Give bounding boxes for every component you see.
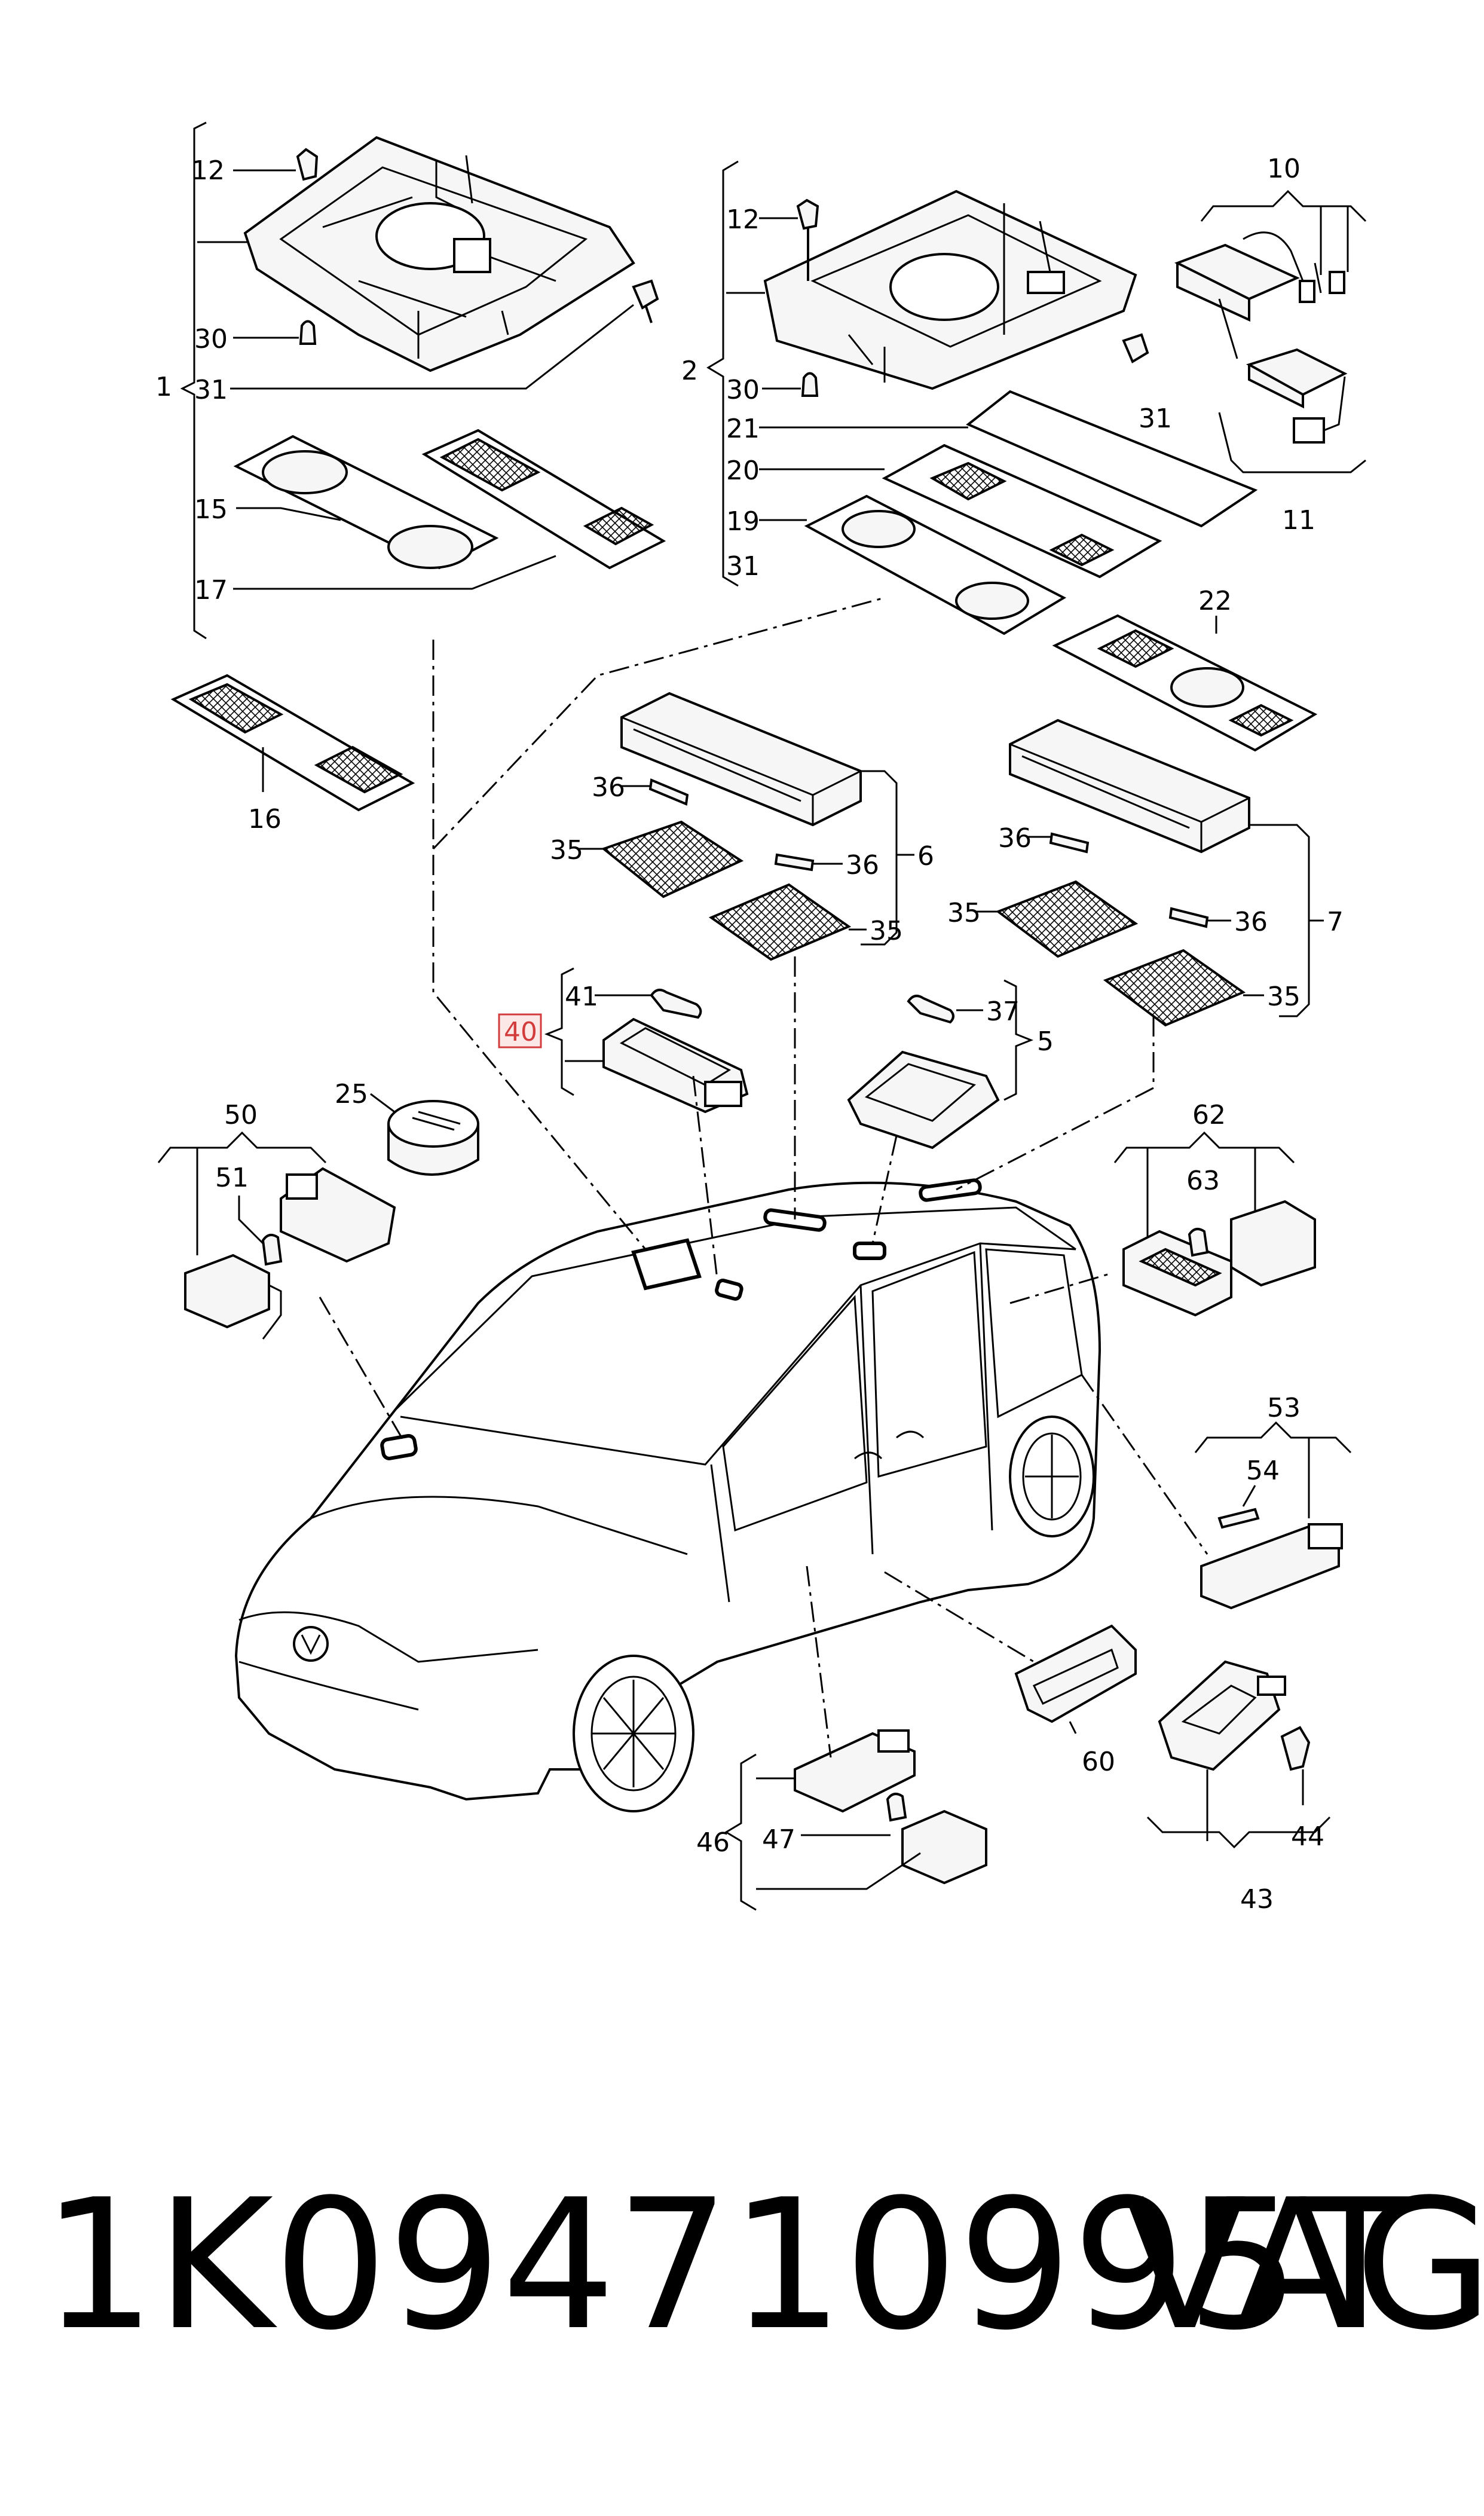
label-17: 17	[194, 575, 228, 606]
label-15: 15	[194, 494, 228, 525]
group-40-reading-lamp	[544, 967, 749, 1114]
label-16: 16	[248, 804, 281, 834]
highlight-label-40: 40	[498, 1013, 542, 1048]
group-2-roof-console	[706, 160, 1318, 752]
group-50-51-light	[157, 1131, 396, 1340]
label-35c: 35	[947, 898, 981, 928]
label-11: 11	[1282, 505, 1315, 536]
label-30b: 30	[726, 375, 760, 405]
label-25: 25	[335, 1079, 368, 1109]
group-62-63-mirror-light	[1113, 1131, 1316, 1317]
label-40: 40	[504, 1017, 537, 1047]
group-53-54-light	[1194, 1421, 1352, 1610]
label-35d: 35	[1267, 982, 1301, 1012]
label-53: 53	[1267, 1393, 1301, 1423]
label-50: 50	[224, 1100, 258, 1130]
group-60-handle-light	[1014, 1624, 1137, 1734]
label-62: 62	[1192, 1100, 1226, 1130]
label-54: 54	[1246, 1456, 1280, 1486]
label-63: 63	[1186, 1166, 1220, 1196]
label-31a: 31	[194, 375, 228, 405]
label-22: 22	[1198, 586, 1232, 616]
group-10-11-switches	[1174, 189, 1367, 473]
label-1: 1	[155, 372, 172, 402]
group-5-lamp	[847, 979, 1034, 1150]
part-number: 1K094710995T	[42, 2161, 1410, 2370]
label-41: 41	[565, 982, 598, 1012]
label-51: 51	[215, 1163, 249, 1193]
label-5: 5	[1037, 1026, 1054, 1057]
label-43: 43	[1240, 1884, 1274, 1915]
label-12a: 12	[191, 155, 225, 186]
group-1-roof-console	[170, 121, 666, 812]
label-36d: 36	[1234, 907, 1268, 937]
label-31b: 31	[1139, 403, 1172, 434]
label-37: 37	[986, 996, 1020, 1027]
label-60: 60	[1082, 1747, 1115, 1777]
label-36a: 36	[592, 772, 625, 803]
label-6: 6	[917, 841, 934, 872]
car-outline	[234, 1178, 1101, 1812]
group-25-sensor	[370, 1093, 479, 1176]
label-21: 21	[726, 414, 760, 444]
brand-name: VAG	[1124, 2161, 1484, 2370]
label-36c: 36	[998, 823, 1032, 854]
label-10: 10	[1267, 154, 1301, 184]
label-35a: 35	[550, 835, 583, 866]
callout-labels: 1 12 30 31 15 17 16 2 12 30 31 21 20 19 …	[155, 154, 1344, 1915]
label-36b: 36	[846, 850, 879, 881]
group-7-interior-lamp	[974, 719, 1324, 1027]
label-31c: 31	[726, 551, 760, 582]
label-19: 19	[726, 506, 760, 537]
label-12b: 12	[726, 204, 760, 235]
group-43-44-light	[1146, 1660, 1331, 1849]
group-6-interior-lamp	[577, 692, 914, 961]
label-30a: 30	[194, 324, 228, 354]
label-2: 2	[681, 356, 698, 386]
connection-lines	[319, 597, 1208, 1758]
group-46-47-light	[724, 1729, 987, 1911]
label-46: 46	[696, 1827, 730, 1858]
label-44: 44	[1291, 1821, 1324, 1852]
label-7: 7	[1327, 907, 1344, 937]
label-20: 20	[726, 455, 760, 486]
label-35b: 35	[870, 916, 903, 946]
label-47: 47	[762, 1824, 795, 1855]
